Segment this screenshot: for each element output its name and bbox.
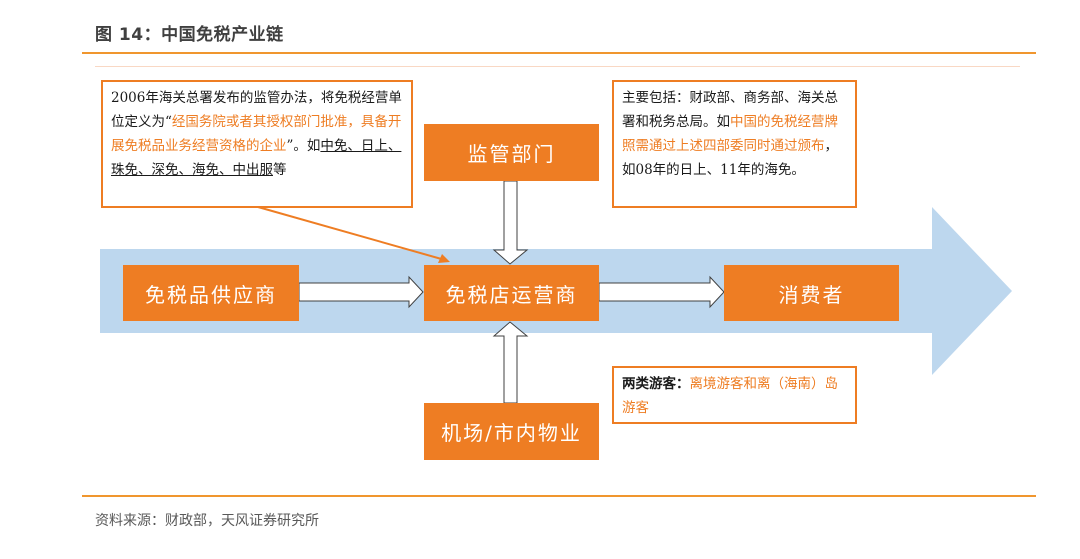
note-highlight: 经国务院或者其授权部门批准，具备开展免税品业务经营资格的企业 xyxy=(111,114,402,154)
node-supplier: 免税品供应商 xyxy=(123,265,299,321)
node-regulator: 监管部门 xyxy=(424,124,599,181)
arrow-operator-to-consumer xyxy=(598,275,725,309)
arrow-property-to-operator xyxy=(492,321,529,404)
node-property: 机场/市内物业 xyxy=(424,403,599,460)
callout-arrowhead xyxy=(438,254,450,263)
callout-line xyxy=(257,206,446,261)
note-text: 两类游客： xyxy=(622,376,690,392)
note-text: ”。如 xyxy=(286,138,321,154)
top-rule xyxy=(82,52,1036,54)
note-highlight: 中国的免税经营牌照需通过上述四部委同时通过颁布 xyxy=(622,114,838,154)
node-consumer: 消费者 xyxy=(724,265,899,321)
note-text: 2006年海关总署发布的监管办法，将免税经营单位定义为“ xyxy=(111,90,402,130)
note-text: 主要包括：财政部、商务部、海关总署和税务总局。如 xyxy=(622,90,838,130)
figure-title: 图 14：中国免税产业链 xyxy=(95,25,284,45)
note-regulator-detail: 主要包括：财政部、商务部、海关总署和税务总局。如中国的免税经营牌照需通过上述四部… xyxy=(612,80,857,208)
note-text: ，如08年的日上、11年的海免。 xyxy=(622,138,838,178)
note-highlight: 离境游客和离（海南）岛游客 xyxy=(622,376,838,416)
note-operator-definition: 2006年海关总署发布的监管办法，将免税经营单位定义为“经国务院或者其授权部门批… xyxy=(101,80,413,208)
arrow-supplier-to-operator xyxy=(298,275,424,309)
note-consumer-detail: 两类游客：离境游客和离（海南）岛游客 xyxy=(612,366,857,424)
bottom-rule xyxy=(82,495,1036,497)
node-operator: 免税店运营商 xyxy=(424,265,599,321)
source-note: 资料来源：财政部，天风证券研究所 xyxy=(95,513,319,529)
top-thin-rule xyxy=(95,66,1020,67)
arrow-regulator-to-operator xyxy=(492,180,529,265)
note-text: 等 xyxy=(273,162,287,178)
note-examples: 中免、日上、珠免、深免、海免、中出服 xyxy=(111,138,402,178)
